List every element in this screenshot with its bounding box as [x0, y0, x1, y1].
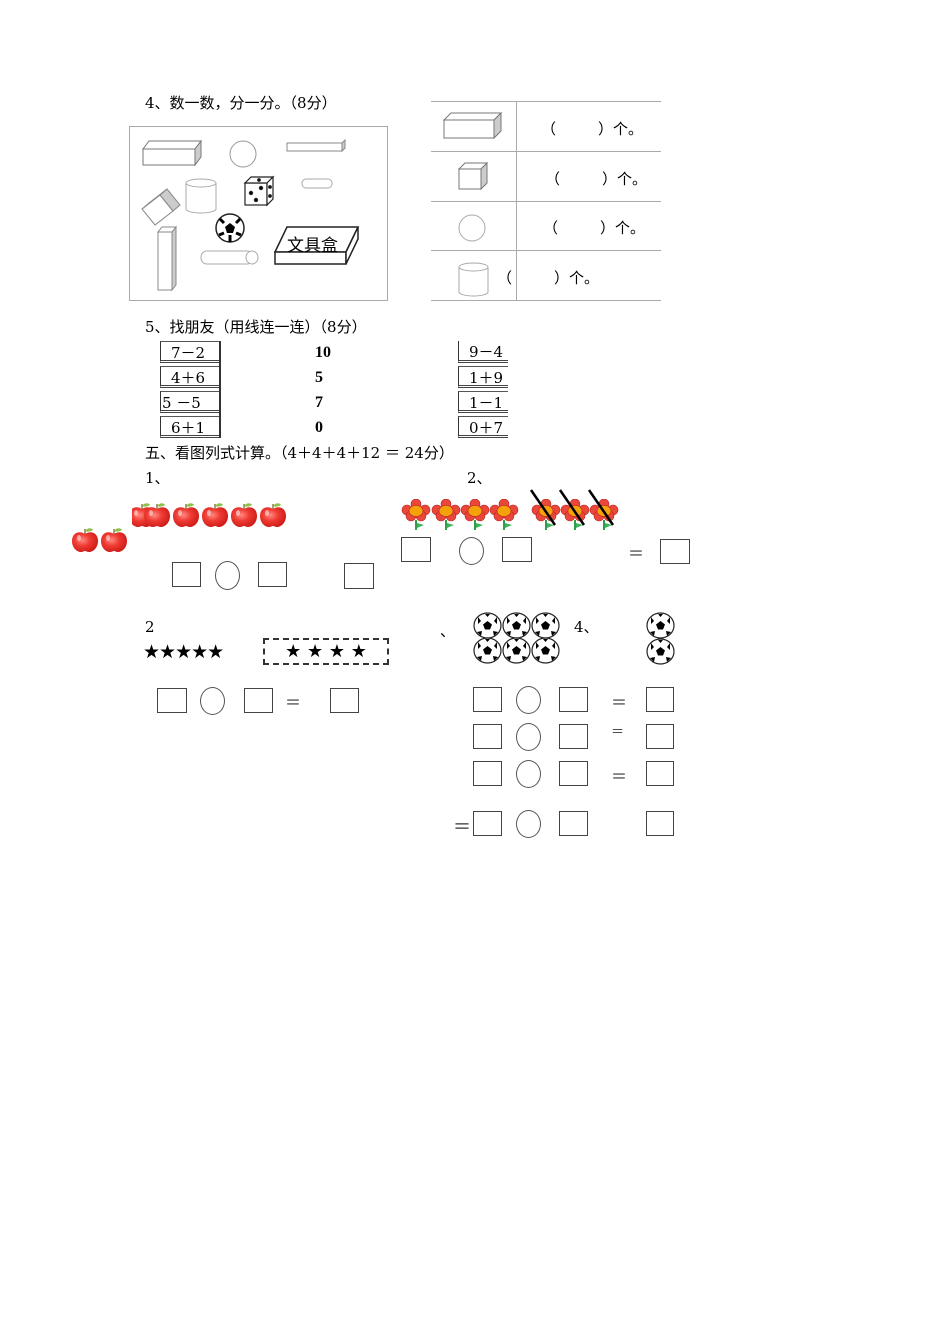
- middle-number-4[interactable]: 0: [315, 419, 323, 436]
- left-expr-2[interactable]: 4＋6: [160, 366, 219, 388]
- q4-row1-result[interactable]: [646, 687, 674, 712]
- q4-row4-equals: ＝: [453, 817, 471, 838]
- q2-operator-oval[interactable]: [459, 537, 484, 565]
- q3-operator-oval[interactable]: [200, 687, 225, 715]
- sphere-icon: [458, 214, 486, 242]
- soccer-ball-icon: [646, 612, 675, 639]
- q4-row3-equals: ＝: [611, 767, 628, 786]
- q2-equals: ＝: [628, 544, 645, 563]
- q2-answer-box-2[interactable]: [502, 537, 532, 562]
- stars-right-dashed-box: ★ ★ ★ ★: [263, 638, 389, 665]
- q3-equals: ＝: [285, 693, 302, 712]
- apple-icon: [230, 502, 258, 528]
- q4-label: 4、: [574, 618, 599, 636]
- right-expr-1[interactable]: 9－4: [458, 341, 508, 363]
- section4-title: 4、数一数，分一分。（8分）: [145, 94, 337, 112]
- q4-row1-oval[interactable]: [516, 686, 541, 714]
- soccer-ball-icon: [502, 637, 531, 664]
- q4-row4-box-2[interactable]: [559, 811, 588, 836]
- q4-row2-box-1[interactable]: [473, 724, 502, 749]
- q1-result-box[interactable]: [344, 563, 374, 589]
- right-expr-3[interactable]: 1－1: [458, 391, 508, 413]
- left-box-border: [219, 341, 221, 438]
- flower-icon: [460, 499, 490, 531]
- row3-close: ）个。: [600, 219, 646, 237]
- q4-row2-equals: ＝: [611, 725, 625, 740]
- q1-label: 1、: [145, 469, 170, 487]
- apple-icon: [71, 527, 99, 553]
- cuboid-icon: [443, 112, 503, 140]
- apple-icon: [259, 502, 287, 528]
- q1-operator-oval[interactable]: [215, 561, 240, 590]
- row2-open: （: [545, 170, 561, 188]
- q2-label: 2、: [467, 469, 492, 487]
- flower-icon: [489, 499, 519, 531]
- soccer-ball-icon: [646, 638, 675, 665]
- q4-row3-box-2[interactable]: [559, 761, 588, 786]
- flower-icon: [401, 499, 431, 531]
- shapes-illustration-icon: [141, 138, 360, 292]
- q4-row1-box-1[interactable]: [473, 687, 502, 712]
- soccer-ball-icon: [531, 612, 560, 639]
- q2-result-box[interactable]: [660, 539, 690, 564]
- q4-row2-oval[interactable]: [516, 723, 541, 751]
- row2-close: ）个。: [602, 170, 648, 188]
- q4-row4-box-1[interactable]: [473, 811, 502, 836]
- right-expr-4[interactable]: 0＋7: [458, 416, 508, 438]
- q4-row4-result[interactable]: [646, 811, 674, 836]
- left-expr-4[interactable]: 6＋1: [160, 416, 219, 438]
- apple-icon: [143, 502, 171, 528]
- soccer-ball-icon: [531, 637, 560, 664]
- q4-row4-oval[interactable]: [516, 810, 541, 838]
- soccer-ball-icon: [473, 637, 502, 664]
- left-expr-3[interactable]: 5 －5: [160, 391, 219, 413]
- shapes-picture: 文具盒: [129, 126, 388, 301]
- apple-icon: [100, 527, 128, 553]
- row1-close: ）个。: [598, 120, 644, 138]
- q4-row3-oval[interactable]: [516, 760, 541, 788]
- q4-row2-box-2[interactable]: [559, 724, 588, 749]
- row4-open: （: [497, 269, 513, 287]
- flower-icon: [431, 499, 461, 531]
- q2-answer-box-1[interactable]: [401, 537, 431, 562]
- q3-answer-box-2[interactable]: [244, 688, 273, 713]
- part5-title: 五、看图列式计算。（4＋4＋4＋12 ＝ 24分）: [145, 444, 454, 462]
- apple-icon: [172, 502, 200, 528]
- right-expr-2[interactable]: 1＋9: [458, 366, 508, 388]
- q3-result-box[interactable]: [330, 688, 359, 713]
- left-expr-1[interactable]: 7－2: [160, 341, 219, 363]
- row4-close: ）个。: [554, 269, 600, 287]
- soccer-ball-icon: [473, 612, 502, 639]
- row1-open: （: [541, 120, 557, 138]
- q4-row1-box-2[interactable]: [559, 687, 588, 712]
- q1-answer-box-2[interactable]: [258, 562, 287, 587]
- apple-icon: [201, 502, 229, 528]
- q1-answer-box-1[interactable]: [172, 562, 201, 587]
- q4-row3-result[interactable]: [646, 761, 674, 786]
- section5-title: 5、找朋友（用线连一连）（8分）: [145, 318, 367, 336]
- row3-open: （: [543, 219, 559, 237]
- q4-row2-result[interactable]: [646, 724, 674, 749]
- q4-row3-box-1[interactable]: [473, 761, 502, 786]
- q3-answer-box-1[interactable]: [157, 688, 187, 713]
- middle-number-1[interactable]: 10: [315, 344, 331, 361]
- q3-label: 2: [145, 618, 155, 636]
- middle-number-3[interactable]: 7: [315, 394, 323, 411]
- soccer-ball-icon: [502, 612, 531, 639]
- q3b-separator: 、: [440, 622, 456, 640]
- cube-icon: [458, 162, 489, 190]
- stationery-box-label: 文具盒: [287, 236, 338, 256]
- stars-left: ★★★★★: [143, 641, 224, 663]
- q4-row1-equals: ＝: [611, 693, 628, 712]
- middle-number-2[interactable]: 5: [315, 369, 323, 386]
- cylinder-icon: [458, 262, 489, 297]
- strike-lines-icon: [529, 489, 615, 526]
